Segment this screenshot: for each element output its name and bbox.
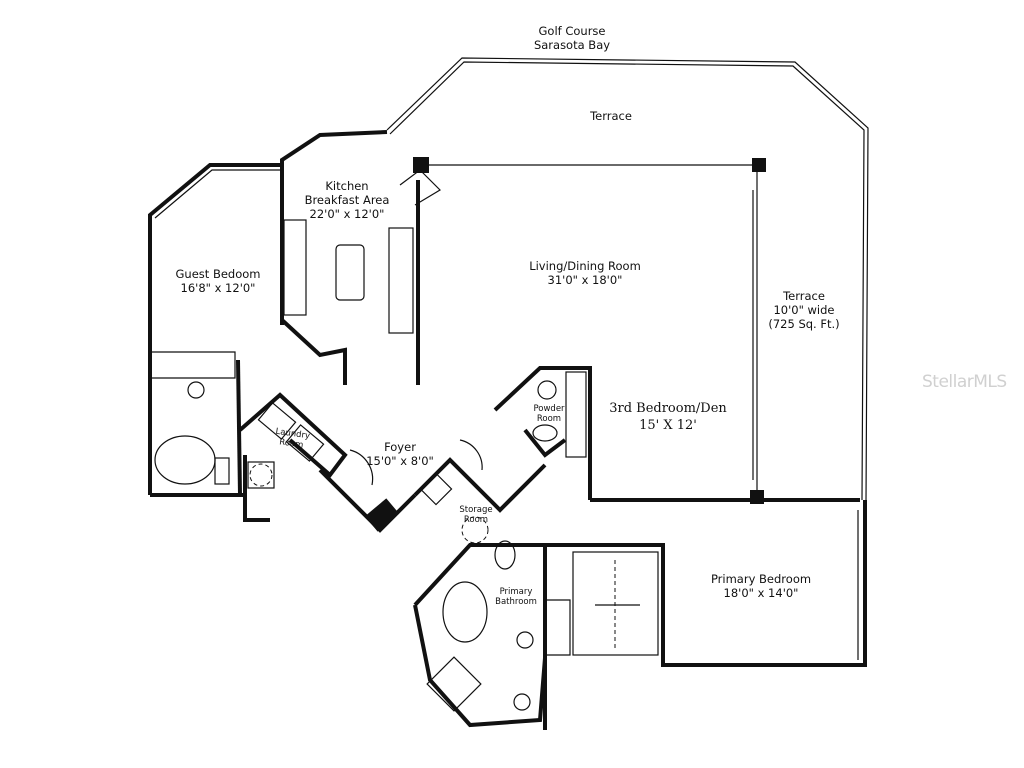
view-label: Golf Course Sarasota Bay [534,24,610,52]
laundry-foyer-walls [238,392,547,544]
terrace-top-label: Terrace [590,109,632,123]
primary-bathroom-label: Primary Bathroom [495,587,537,607]
guest-bedroom-label: Guest Bedoom 16'8" x 12'0" [176,267,261,295]
primary-bedroom-name: Primary Bedroom [710,572,812,586]
powder-room-label: Powder Room [533,404,564,424]
kitchen-name: Kitchen [325,179,369,193]
primary-bedroom-size: 18'0" x 14'0" [723,586,799,600]
third-bedroom-name: 3rd Bedroom/Den [609,401,727,416]
terrace-side-label: Terrace 10'0" wide (725 Sq. Ft.) [768,289,839,331]
terrace-side-name: Terrace [783,289,825,303]
primary-bathroom-name: Primary [499,587,533,597]
terrace-side-width: 10'0" wide [773,303,835,317]
primary-bedroom-label: Primary Bedroom 18'0" x 14'0" [711,572,811,600]
storage-room-name: Storage [459,505,493,515]
living-dining-size: 31'0" x 18'0" [547,273,623,287]
living-dining-name: Living/Dining Room [529,259,641,273]
kitchen-size: 22'0" x 12'0" [309,207,385,221]
living-dining-label: Living/Dining Room 31'0" x 18'0" [529,259,641,287]
storage-room-label: Storage Room [459,505,492,525]
foyer-name: Foyer [384,440,416,454]
powder-3rd-bedroom-walls [493,366,592,500]
kitchen-name-2: Breakfast Area [304,193,390,207]
primary-bedroom-walls [543,500,867,730]
terrace-outline [386,57,869,503]
stellarmls-watermark: StellarMLS [922,372,1007,392]
guest-bedroom-size: 16'8" x 12'0" [180,281,256,295]
terrace-side-area: (725 Sq. Ft.) [768,317,840,331]
kitchen-walls [280,130,441,385]
living-room-walls [413,157,860,504]
view-label-line1: Golf Course [538,24,606,38]
kitchen-label: Kitchen Breakfast Area 22'0" x 12'0" [305,179,390,221]
foyer-size: 15'0" x 8'0" [366,454,434,468]
third-bedroom-size: 15' X 12' [639,418,697,433]
powder-room-name: Powder [533,404,565,414]
primary-bathroom-name-2: Bathroom [495,597,537,607]
primary-bathroom-walls [413,540,571,728]
view-label-line2: Sarasota Bay [533,38,611,52]
third-bedroom-label: 3rd Bedroom/Den 15' X 12' [609,400,727,434]
guest-bedroom-name: Guest Bedoom [175,267,261,281]
storage-room-name-2: Room [463,515,489,525]
foyer-label: Foyer 15'0" x 8'0" [366,440,434,468]
powder-room-name-2: Room [536,414,562,424]
guest-bedroom-walls [148,163,282,497]
